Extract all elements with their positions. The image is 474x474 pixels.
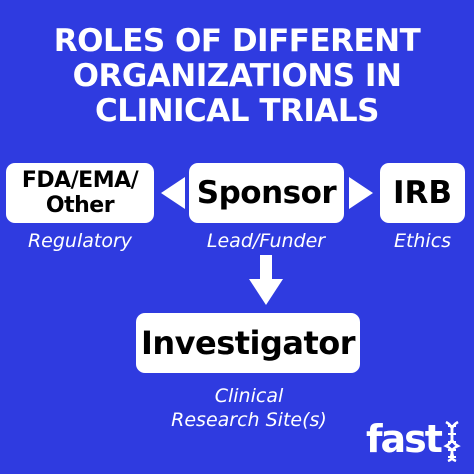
regulatory-label-line-2: Other — [45, 193, 115, 218]
investigator-role: Clinical Research Site(s) — [120, 384, 378, 432]
logo-text: fast — [366, 417, 443, 461]
arrow-right-icon — [349, 177, 373, 209]
arrow-left-icon — [161, 177, 185, 209]
investigator-node: Investigator — [136, 313, 360, 373]
investigator-role-line-1: Clinical — [214, 385, 284, 407]
investigator-role-line-2: Research Site(s) — [171, 409, 327, 431]
irb-label: IRB — [392, 175, 453, 211]
investigator-label: Investigator — [140, 324, 356, 362]
sponsor-role: Lead/Funder — [206, 230, 326, 252]
regulatory-node: FDA/EMA/ Other — [6, 163, 154, 223]
regulatory-label-line-1: FDA/EMA/ — [21, 168, 139, 193]
title-line-2: ORGANIZATIONS IN — [72, 58, 402, 94]
diagram-title: ROLES OF DIFFERENT ORGANIZATIONS IN CLIN… — [0, 24, 474, 129]
sponsor-label: Sponsor — [196, 175, 337, 211]
irb-role: Ethics — [393, 230, 452, 252]
fast-logo: fast — [366, 418, 466, 462]
regulatory-role: Regulatory — [27, 230, 133, 252]
title-line-1: ROLES OF DIFFERENT — [53, 23, 421, 59]
irb-node: IRB — [380, 163, 465, 223]
arrow-down-icon — [249, 255, 283, 305]
sponsor-node: Sponsor — [189, 163, 344, 223]
title-line-3: CLINICAL TRIALS — [95, 93, 379, 129]
dna-icon — [443, 420, 461, 462]
